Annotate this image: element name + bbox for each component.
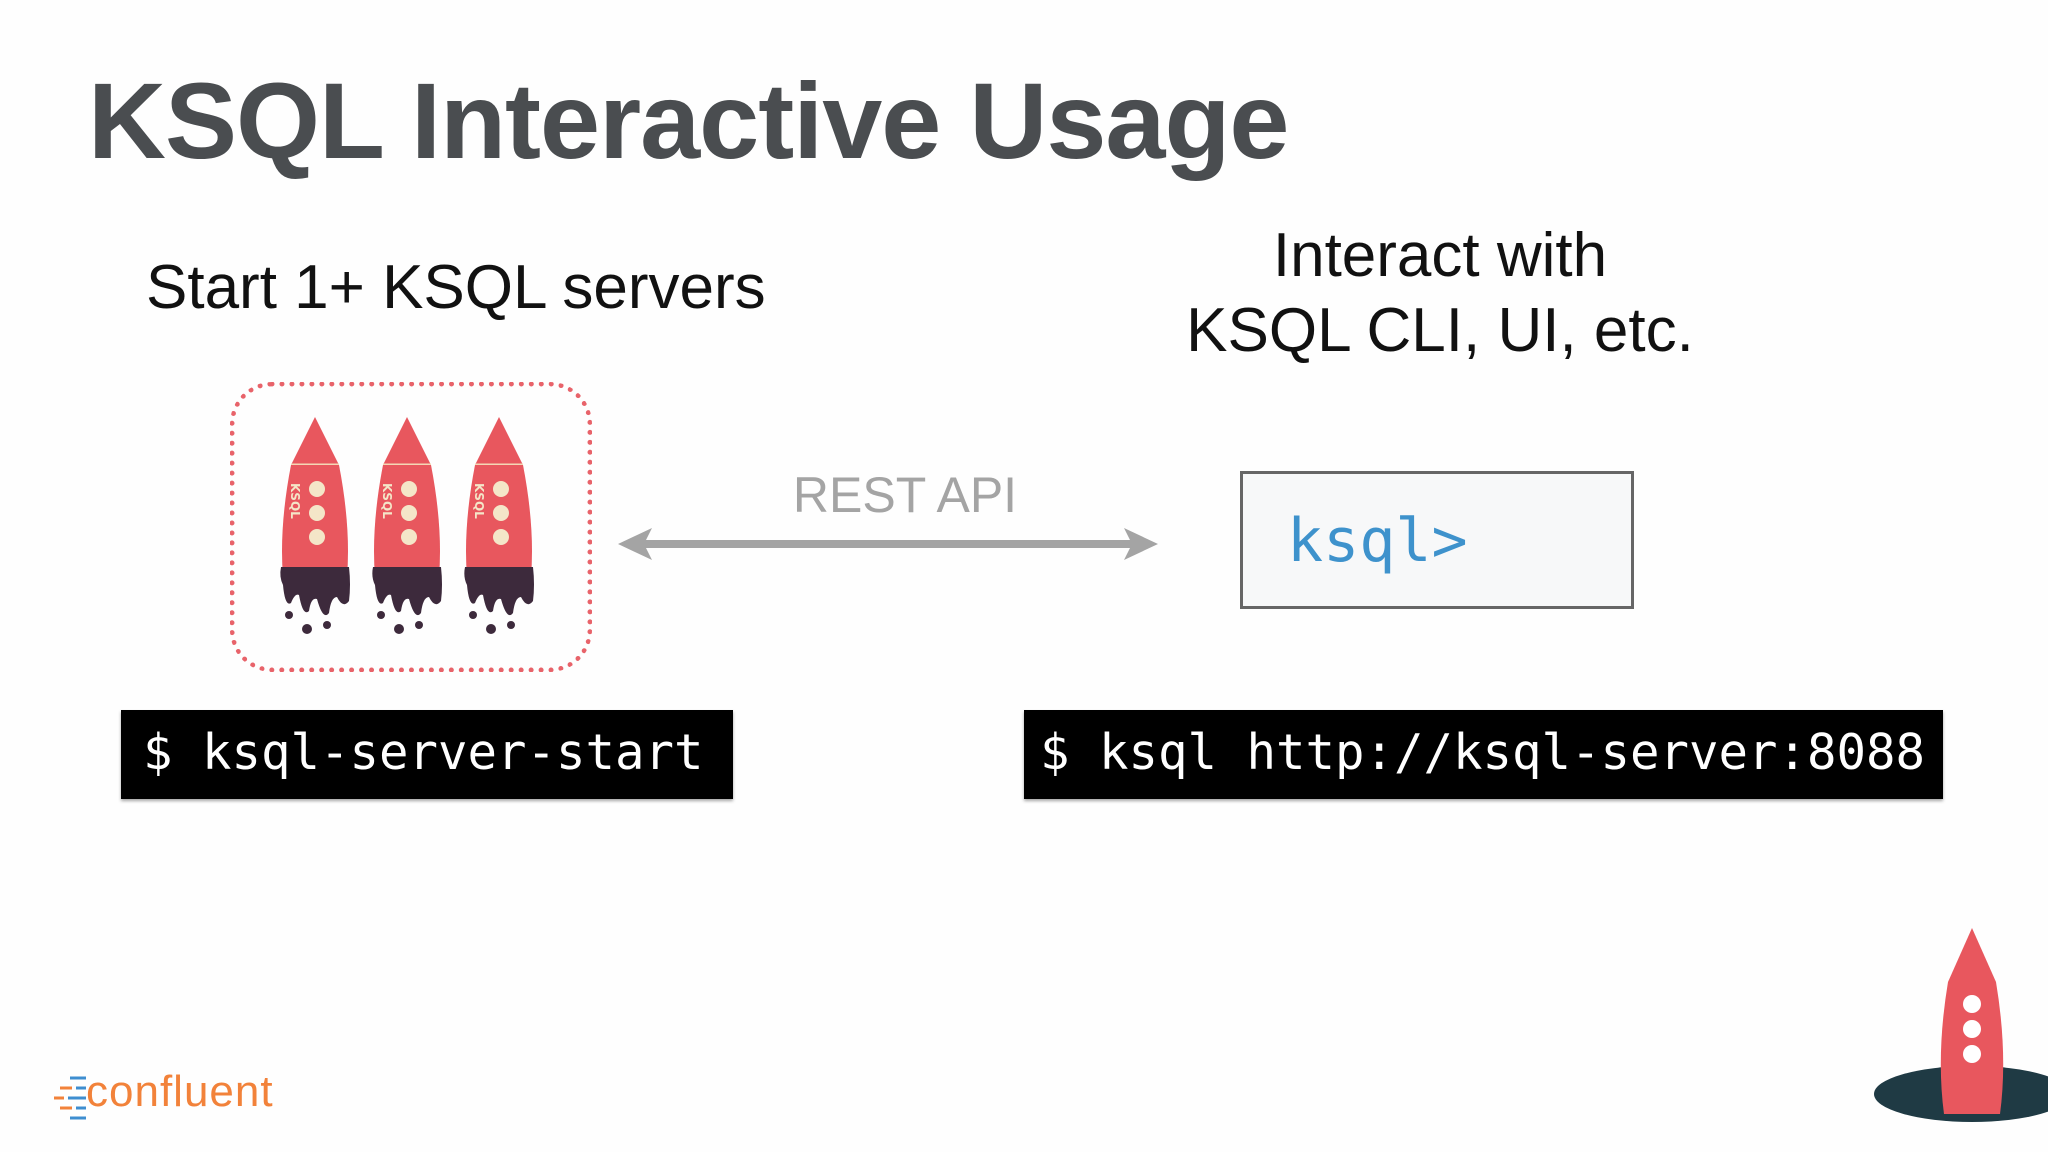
- left-heading: Start 1+ KSQL servers: [146, 253, 766, 322]
- ksql-rocket-icon: [462, 415, 536, 636]
- ksql-rocket-icon: [278, 415, 352, 636]
- double-arrow-icon: [618, 528, 1158, 560]
- right-heading-line2: KSQL CLI, UI, etc.: [1186, 296, 1694, 365]
- ksql-rockets-icon: KSQL KSQL KSQL: [278, 415, 536, 636]
- ksql-servers-group: KSQL KSQL KSQL: [230, 382, 592, 672]
- right-heading: Interact with KSQL CLI, UI, etc.: [1160, 218, 1720, 368]
- prompt-text: ksql>: [1287, 506, 1468, 576]
- corner-rocket-icon: [1874, 928, 2048, 1122]
- ksql-cli-prompt: ksql>: [1240, 471, 1634, 609]
- confluent-logo-icon: [54, 1076, 86, 1120]
- cli-connect-command: $ ksql http://ksql-server:8088: [1024, 710, 1943, 799]
- right-heading-line1: Interact with: [1272, 221, 1608, 290]
- rest-api-label: REST API: [792, 467, 1018, 523]
- ksql-rocket-icon: [370, 415, 444, 636]
- logo-text: confluent: [86, 1067, 274, 1116]
- slide-title: KSQL Interactive Usage: [88, 60, 1289, 181]
- rocket-label: KSQL: [472, 483, 486, 519]
- rocket-label: KSQL: [380, 483, 394, 519]
- confluent-logo: confluent: [52, 1067, 322, 1128]
- rocket-label: KSQL: [288, 483, 302, 519]
- server-start-command: $ ksql-server-start: [121, 710, 733, 799]
